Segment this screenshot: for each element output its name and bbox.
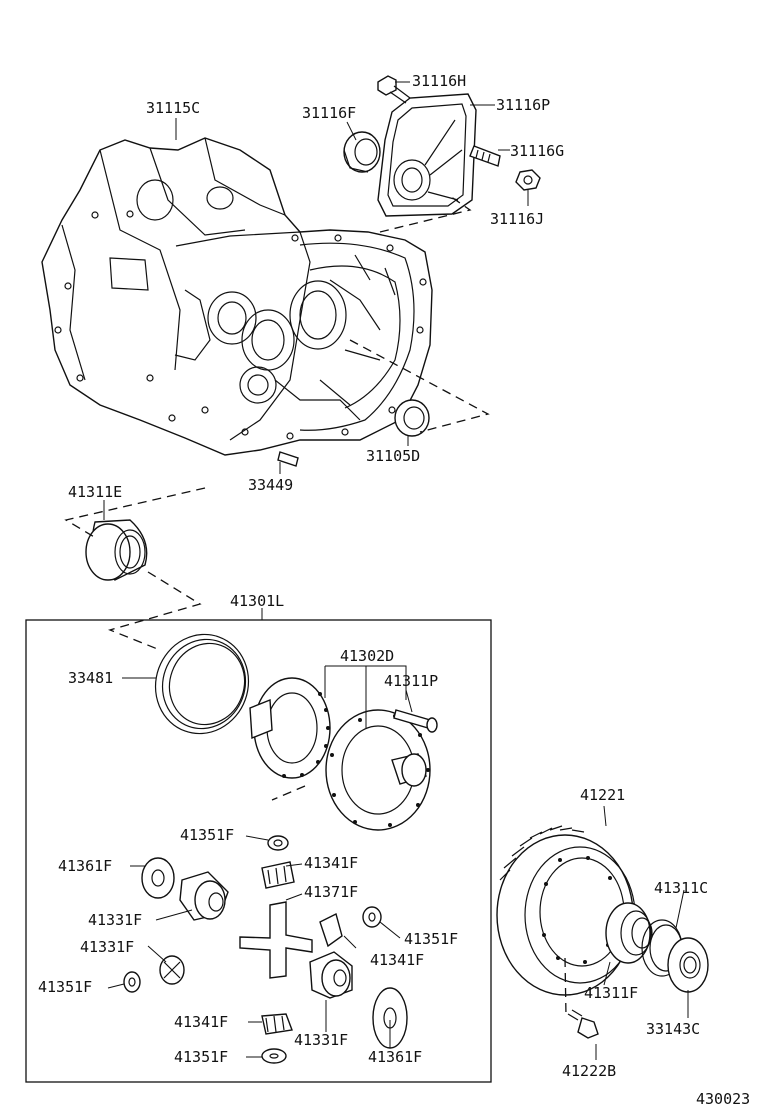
nut-31116J: [515, 169, 541, 191]
figure-id: 430023: [696, 1090, 750, 1108]
label-31116G: 31116G: [510, 142, 564, 160]
label-41361F-a: 41361F: [58, 857, 112, 875]
label-41311F: 41311F: [584, 984, 638, 1002]
pinion-shaft-41371F: [239, 901, 313, 979]
label-41311E: 41311E: [68, 483, 122, 501]
pinion-gear-lower: [261, 1013, 293, 1035]
stud-31116G: [469, 145, 501, 167]
label-33449: 33449: [248, 476, 293, 494]
label-41222B: 41222B: [562, 1062, 616, 1080]
label-31105D: 31105D: [366, 447, 420, 465]
transaxle-case-housing: [41, 137, 433, 456]
pinion-gear-upper: [261, 861, 295, 889]
thrust-washer-lower-left: [123, 971, 141, 993]
side-gear-left: [179, 871, 229, 921]
pin-33449: [277, 451, 299, 467]
oil-seal-31105D: [394, 399, 430, 437]
differential-case-half: [249, 677, 331, 779]
pinion-gear-right: [319, 912, 343, 948]
differential-assembly-frame: [25, 619, 492, 1083]
label-31116F: 31116F: [302, 104, 356, 122]
label-31116P: 31116P: [496, 96, 550, 114]
side-cover-plate: [377, 93, 477, 217]
thrust-washer-right: [362, 906, 382, 928]
label-41341F-a: 41341F: [304, 854, 358, 872]
label-41331F-c: 41331F: [294, 1031, 348, 1049]
thrust-washer-bottom: [261, 1048, 287, 1064]
oil-seal-31116F: [343, 131, 381, 173]
label-41351F-a: 41351F: [180, 826, 234, 844]
label-41351F-b: 41351F: [404, 930, 458, 948]
label-41331F-b: 41331F: [80, 938, 134, 956]
shim-33143C: [667, 937, 709, 993]
label-41311P: 41311P: [384, 672, 438, 690]
part-labels: 31115C 31116H 31116F 31116P 31116G 31116…: [38, 72, 750, 1108]
label-41221: 41221: [580, 786, 625, 804]
bolt-41222B: [567, 1009, 599, 1039]
snap-ring-33481: [154, 633, 250, 735]
label-41341F-c: 41341F: [174, 1013, 228, 1031]
label-31115C: 31115C: [146, 99, 200, 117]
leader-lines: [64, 81, 689, 1060]
label-41351F-d: 41351F: [174, 1048, 228, 1066]
label-41371F: 41371F: [304, 883, 358, 901]
side-gear-right: [309, 951, 353, 999]
bearing-race-41311E: [85, 519, 148, 581]
label-33481: 33481: [68, 669, 113, 687]
differential-case-flange: [325, 709, 431, 831]
pinion-gear-41331F-small: [159, 955, 185, 985]
label-41361F-b: 41361F: [368, 1048, 422, 1066]
label-41302D: 41302D: [340, 647, 394, 665]
thrust-washer-upper: [267, 835, 289, 851]
label-41301L: 41301L: [230, 592, 284, 610]
thrust-washer-41361F-left: [141, 857, 175, 899]
bolt-41311P: [393, 709, 438, 733]
label-31116H: 31116H: [412, 72, 466, 90]
bearing-41311F: [605, 902, 653, 964]
bolt-31116H: [377, 75, 411, 104]
label-41351F-c: 41351F: [38, 978, 92, 996]
label-31116J: 31116J: [490, 210, 544, 228]
label-33143C: 33143C: [646, 1020, 700, 1038]
label-41311C: 41311C: [654, 879, 708, 897]
label-41331F-a: 41331F: [88, 911, 142, 929]
label-41341F-b: 41341F: [370, 951, 424, 969]
